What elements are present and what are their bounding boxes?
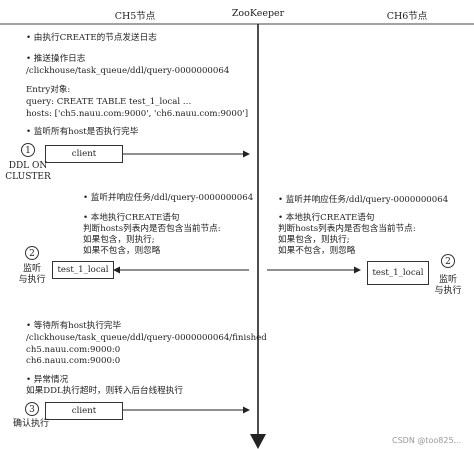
step-number-3: 3 — [25, 402, 39, 416]
step2-ch5-label-b: 与执行 — [18, 275, 46, 285]
step1-line6: hosts: ['ch5.nauu.com:9000', 'ch6.nauu.c… — [26, 109, 249, 119]
step2-ch5-line1: • 监听并响应任务/ddl/query-0000000064 — [83, 193, 254, 203]
step1-label-a: DDL ON — [8, 161, 48, 171]
watermark: CSDN @too825... — [392, 436, 462, 445]
step2-ch5-line2: • 本地执行CREATE语句 — [83, 213, 180, 223]
step1-line4: Entry对象: — [26, 85, 71, 95]
step3-line5: • 异常情况 — [26, 375, 69, 385]
step1-line1: • 由执行CREATE的节点发送日志 — [26, 33, 157, 43]
step3-line1: • 等待所有host执行完毕 — [26, 321, 122, 331]
step2-ch6-line4: 如果包含，则执行; — [278, 235, 350, 245]
step3-line2: /clickhouse/task_queue/ddl/query-0000000… — [26, 333, 267, 343]
step-number-2-ch5: 2 — [25, 246, 39, 260]
step1-line3: /clickhouse/task_queue/ddl/query-0000000… — [26, 66, 230, 76]
step3-line3: ch5.nauu.com:9000:0 — [26, 345, 121, 355]
step1-label-b: CLUSTER — [5, 172, 51, 182]
step2-ch6-line2: • 本地执行CREATE语句 — [278, 213, 375, 223]
step3-line6: 如果DDL执行超时，则转入后台线程执行 — [26, 386, 183, 396]
step2-ch6-line5: 如果不包含，则忽略 — [278, 246, 356, 256]
step1-line5: query: CREATE TABLE test_1_local … — [26, 97, 192, 107]
step2-ch6-label-b: 与执行 — [434, 286, 462, 296]
header-ch6: CH6节点 — [386, 11, 428, 22]
step2-ch5-line3: 判断hosts列表内是否包含当前节点: — [83, 224, 221, 234]
step2-ch6-line3: 判断hosts列表内是否包含当前节点: — [278, 224, 416, 234]
header-zookeeper: ZooKeeper — [231, 8, 285, 19]
client-box-1: client — [45, 145, 123, 163]
header-ch5: CH5节点 — [114, 11, 156, 22]
test-1-local-box-ch5: test_1_local — [52, 261, 114, 279]
test-1-local-box-ch6: test_1_local — [367, 261, 429, 285]
step3-label: 确认执行 — [12, 419, 49, 429]
lifeline-arrow-head — [250, 434, 266, 449]
step-number-1: 1 — [21, 143, 35, 157]
step2-ch5-line4: 如果包含，则执行; — [83, 235, 155, 245]
step2-ch5-line5: 如果不包含，则忽略 — [83, 246, 161, 256]
step1-line7: • 监听所有host是否执行完毕 — [26, 127, 139, 137]
step3-line4: ch6.nauu.com:9000:0 — [26, 356, 121, 366]
client-box-3: client — [45, 402, 123, 420]
step2-ch6-label-a: 监听 — [438, 275, 457, 285]
step-number-2-ch6: 2 — [441, 254, 455, 268]
step1-line2: • 推送操作日志 — [26, 54, 86, 64]
step2-ch5-label-a: 监听 — [22, 264, 41, 274]
step2-ch6-line1: • 监听并响应任务/ddl/query-0000000064 — [278, 195, 449, 205]
